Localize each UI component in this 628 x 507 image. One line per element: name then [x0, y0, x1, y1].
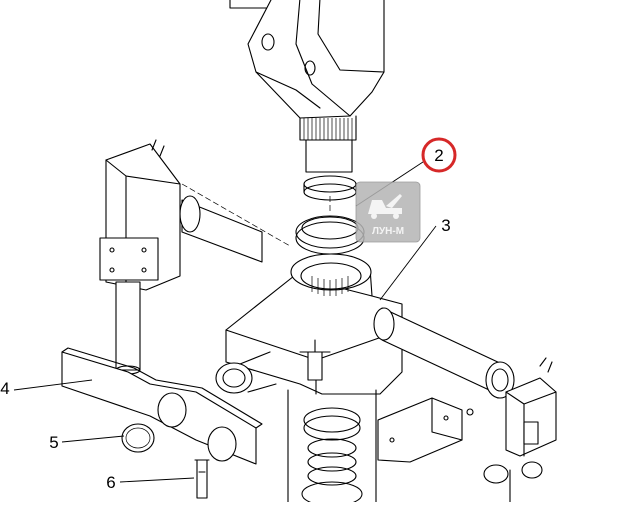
right-outrigger-bracket — [377, 357, 557, 503]
callout-3-label: 3 — [441, 216, 450, 235]
boom-arm — [229, 0, 385, 201]
main-frame — [179, 195, 515, 399]
left-outrigger-leg — [99, 139, 181, 375]
assembly-axis-lines — [181, 183, 331, 247]
leader-4 — [13, 379, 93, 391]
callout-6-label: 6 — [106, 473, 115, 492]
leader-lines — [13, 159, 437, 483]
leader-5 — [61, 435, 125, 443]
turntable-ring — [295, 215, 365, 255]
tow-truck-logo-icon — [368, 194, 402, 219]
leader-6 — [119, 477, 195, 483]
callout-4-label: 4 — [0, 379, 9, 398]
leader-3 — [379, 225, 437, 301]
callout-2-label: 2 — [434, 146, 443, 165]
watermark-text: ЛУН-М — [372, 226, 404, 237]
lower-ring-stack — [287, 389, 377, 507]
callout-2-highlight-circle — [421, 137, 457, 173]
watermark-logo: ЛУН-М — [355, 181, 421, 243]
locking-pin — [194, 459, 210, 499]
outrigger-plate — [61, 347, 263, 465]
retaining-ring — [121, 423, 155, 453]
callout-5-label: 5 — [49, 433, 58, 452]
